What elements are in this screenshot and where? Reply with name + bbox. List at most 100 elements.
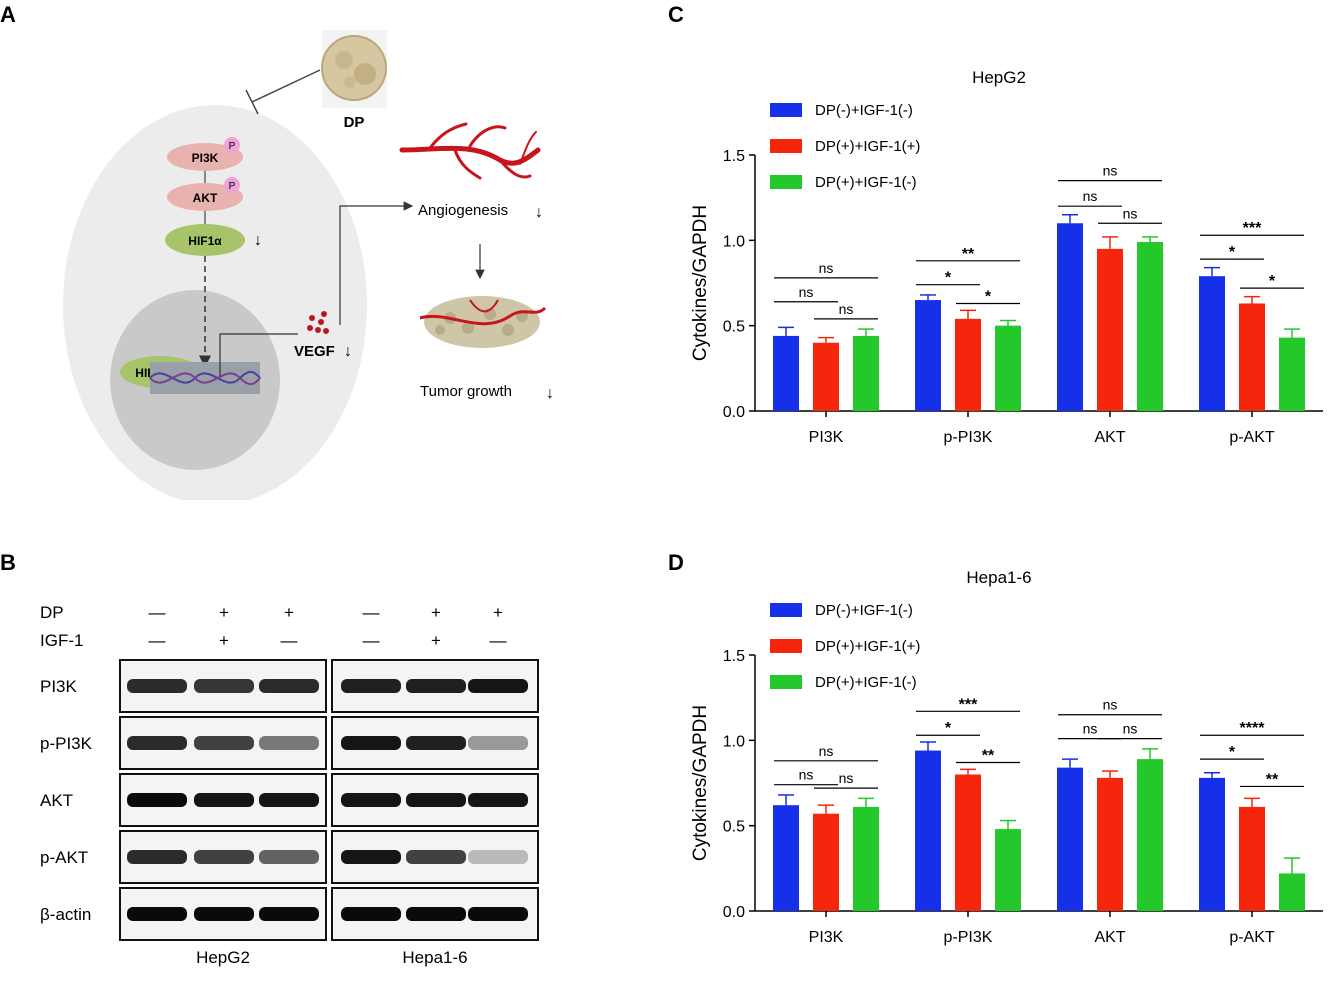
treatment-mark: — [363,603,380,622]
significance-label: ** [1266,771,1279,788]
significance-label: ns [1083,721,1098,737]
y-tick-label: 0.5 [723,819,745,836]
vegf-label: VEGF [294,343,335,360]
blot-band [127,793,187,807]
significance-label: ns [799,284,814,300]
y-tick-label: 1.5 [723,148,745,165]
blot-band [341,850,401,864]
blot-band [406,850,466,864]
significance-label: * [1229,744,1236,761]
y-axis-label: Cytokines/GAPDH [690,205,711,361]
tumor-growth-label: Tumor growth [420,383,512,400]
significance-label: * [945,270,952,287]
significance-label: ns [1103,697,1118,713]
bar [853,806,879,911]
legend-swatch [770,103,802,117]
bar [995,829,1021,911]
blot-band [127,850,187,864]
blot-band [341,793,401,807]
blot-band [468,907,528,921]
blot-row-label: p-PI3K [40,734,93,753]
blot-band [406,679,466,693]
blot-band [194,736,254,750]
hif1a-cyto-protein [165,224,245,256]
bar [955,774,981,911]
significance-label: ns [1123,205,1138,221]
blot-row-label: β-actin [40,905,91,924]
y-tick-label: 1.5 [723,648,745,665]
blot-band [341,679,401,693]
x-tick-label: AKT [1094,929,1125,946]
panel-letter-b: B [0,550,16,575]
legend-swatch [770,603,802,617]
blot-band [406,736,466,750]
blot-band [468,850,528,864]
bar [1097,777,1123,911]
panel-letter-c: C [668,2,684,27]
inhibition-line [251,69,321,103]
bar [773,335,799,411]
drug-label: DP [344,114,365,131]
hif1a-cyto-label: HIF1α [188,234,222,248]
bar [915,300,941,411]
blot-group-label: Hepa1-6 [402,948,467,967]
bar [1239,806,1265,911]
bar [995,325,1021,411]
blot-row-label: AKT [40,791,73,810]
y-tick-label: 1.0 [723,733,745,750]
treatment-mark: + [431,603,441,622]
x-tick-label: p-AKT [1229,429,1275,446]
x-tick-label: p-AKT [1229,929,1275,946]
x-tick-label: p-PI3K [944,429,993,446]
significance-label: ns [839,301,854,317]
y-axis-label: Cytokines/GAPDH [690,705,711,861]
significance-label: **** [1240,720,1266,737]
treatment-label: IGF-1 [40,631,83,650]
bar [773,805,799,911]
legend-swatch [770,175,802,189]
legend-label: DP(+)+IGF-1(-) [815,674,917,691]
x-tick-label: p-PI3K [944,929,993,946]
akt-label: AKT [193,191,218,205]
y-tick-label: 1.0 [723,233,745,250]
phospho-label: P [229,181,236,192]
phospho-icon [224,177,240,193]
blot-band [259,907,319,921]
bar [1137,242,1163,411]
down-arrow-icon: ↓ [535,204,543,221]
blot-band [194,679,254,693]
bar [1199,777,1225,911]
blot-band [127,736,187,750]
bar [1057,767,1083,911]
bar [1239,303,1265,411]
blot-band [194,907,254,921]
significance-label: ns [819,743,834,759]
bar [1097,248,1123,411]
significance-label: ** [962,246,975,263]
bar [1057,223,1083,411]
dna-icon [149,362,261,394]
significance-label: ns [799,767,814,783]
down-arrow-icon: ↓ [254,232,262,249]
x-tick-label: PI3K [809,929,844,946]
significance-label: * [945,720,952,737]
y-tick-label: 0.5 [723,319,745,336]
bar [853,335,879,411]
bar [1199,276,1225,411]
legend-label: DP(+)+IGF-1(+) [815,638,920,655]
significance-label: ns [839,770,854,786]
blot-band [259,736,319,750]
x-tick-label: PI3K [809,429,844,446]
y-tick-label: 0.0 [723,904,745,921]
blot-band [406,907,466,921]
bar [915,750,941,911]
legend-label: DP(+)+IGF-1(+) [815,138,920,155]
significance-label: ns [1103,163,1118,179]
significance-label: ns [819,260,834,276]
dna-vegf-line [219,333,298,376]
treatment-mark: — [363,631,380,650]
blot-band [468,736,528,750]
blot-band [259,850,319,864]
blot-band [194,793,254,807]
